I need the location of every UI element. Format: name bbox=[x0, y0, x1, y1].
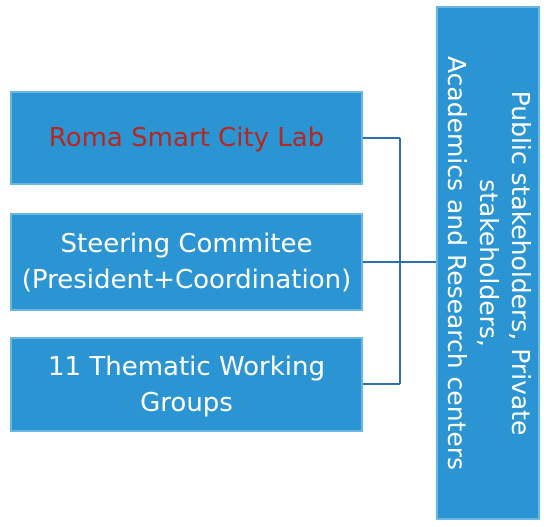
stakeholders-text: Public stakeholders, Private stakeholder… bbox=[440, 13, 536, 513]
stakeholders-line2: Academics and Research centers bbox=[442, 55, 471, 471]
lab-label: Roma Smart City Lab bbox=[48, 123, 325, 153]
steering-label-line1: Steering Commitee bbox=[60, 229, 313, 259]
stakeholders-line1: Public stakeholders, Private stakeholder… bbox=[474, 90, 535, 436]
steering-committee-box: Steering Commitee (President+Coordinatio… bbox=[10, 213, 363, 311]
groups-label-line2: Groups bbox=[140, 387, 233, 418]
stakeholders-box: Public stakeholders, Private stakeholder… bbox=[436, 6, 540, 520]
thematic-working-groups-box: 11 Thematic Working Groups bbox=[10, 337, 363, 432]
groups-label-line1: 11 Thematic Working bbox=[48, 351, 325, 382]
roma-smart-city-lab-box: Roma Smart City Lab bbox=[10, 91, 363, 185]
steering-label-line2: (President+Coordination) bbox=[21, 265, 352, 295]
